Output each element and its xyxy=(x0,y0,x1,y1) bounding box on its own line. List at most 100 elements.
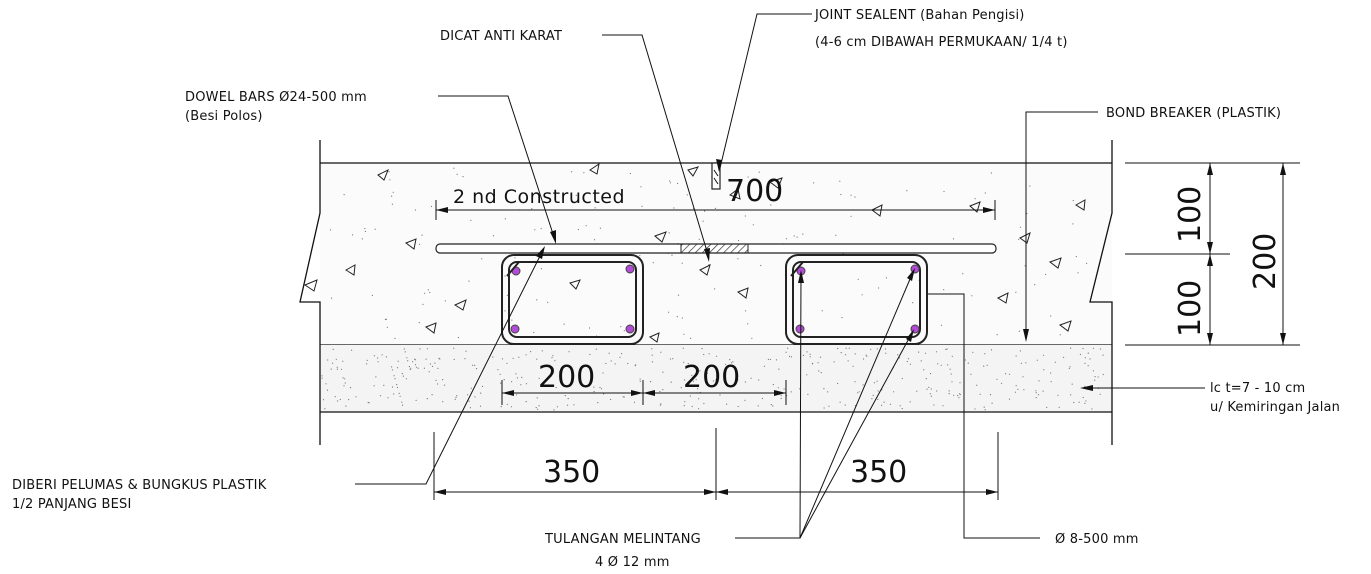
speckle-dot xyxy=(1079,353,1081,356)
speckle-dot xyxy=(500,382,502,384)
dicat-anti-karat-label: DICAT ANTI KARAT xyxy=(440,29,562,44)
speckle-dot xyxy=(1078,401,1080,403)
speckle-dot xyxy=(425,358,427,360)
speckle-dot xyxy=(610,360,612,362)
speckle-dot xyxy=(391,369,393,371)
speckle-dot xyxy=(534,229,536,231)
speckle-dot xyxy=(660,351,662,353)
speckle-dot xyxy=(456,173,458,175)
speckle-dot xyxy=(698,408,700,410)
speckle-dot xyxy=(747,176,749,178)
speckle-dot xyxy=(990,172,993,174)
speckle-dot xyxy=(884,348,887,350)
speckle-dot xyxy=(1043,369,1045,371)
dimension-100-bottom: 100 xyxy=(1173,280,1208,337)
speckle-dot xyxy=(940,364,942,366)
speckle-dot xyxy=(1084,402,1086,404)
speckle-dot xyxy=(683,333,685,335)
speckle-dot xyxy=(866,355,868,357)
speckle-dot xyxy=(1037,394,1040,396)
speckle-dot xyxy=(1038,380,1040,382)
speckle-dot xyxy=(949,368,951,370)
speckle-dot xyxy=(504,310,506,312)
speckle-dot xyxy=(479,405,482,407)
dimension-350-pair: 350 350 xyxy=(433,428,999,500)
speckle-dot xyxy=(1073,401,1075,404)
speckle-dot xyxy=(1046,406,1048,408)
speckle-dot xyxy=(715,355,718,357)
speckle-dot xyxy=(777,387,779,389)
speckle-dot xyxy=(462,176,464,178)
dimension-350-right: 350 xyxy=(850,455,907,490)
speckle-dot xyxy=(401,373,403,375)
speckle-dot xyxy=(385,356,387,358)
speckle-dot xyxy=(1058,406,1060,408)
speckle-dot xyxy=(1022,376,1024,378)
second-constructed-label: 2 nd Constructed xyxy=(453,186,625,208)
speckle-dot xyxy=(602,372,604,374)
speckle-dot xyxy=(920,360,922,362)
speckle-dot xyxy=(1075,255,1077,258)
speckle-dot xyxy=(817,362,819,364)
speckle-dot xyxy=(481,385,484,388)
speckle-dot xyxy=(402,375,404,377)
speckle-dot xyxy=(531,208,533,210)
speckle-dot xyxy=(925,378,927,380)
speckle-dot xyxy=(813,182,815,184)
speckle-dot xyxy=(662,371,664,373)
speckle-dot xyxy=(619,356,621,358)
speckle-dot xyxy=(469,407,471,409)
speckle-dot xyxy=(769,358,772,361)
speckle-dot xyxy=(1054,361,1056,363)
speckle-dot xyxy=(730,362,733,364)
tulangan-melintang-label-line1: TULANGAN MELINTANG xyxy=(544,532,701,547)
speckle-dot xyxy=(885,352,887,354)
speckle-dot xyxy=(334,396,336,398)
speckle-dot xyxy=(535,407,537,409)
speckle-dot xyxy=(725,363,727,365)
speckle-dot xyxy=(681,262,683,264)
speckle-dot xyxy=(386,326,388,328)
speckle-dot xyxy=(989,394,992,396)
speckle-dot xyxy=(1050,315,1052,317)
speckle-dot xyxy=(623,396,625,398)
speckle-dot xyxy=(520,384,522,386)
speckle-dot xyxy=(1045,273,1047,276)
dowel-bars-label-line1: DOWEL BARS Ø24-500 mm xyxy=(185,90,367,105)
speckle-dot xyxy=(737,405,739,408)
speckle-dot xyxy=(662,389,664,391)
speckle-dot xyxy=(958,397,960,399)
speckle-dot xyxy=(1099,393,1101,395)
speckle-dot xyxy=(673,207,675,209)
speckle-dot xyxy=(854,381,856,383)
speckle-dot xyxy=(940,324,943,326)
speckle-dot xyxy=(474,396,476,398)
speckle-dot xyxy=(651,354,653,356)
speckle-dot xyxy=(778,368,780,370)
speckle-dot xyxy=(793,235,795,237)
speckle-dot xyxy=(332,348,334,350)
speckle-dot xyxy=(407,360,409,362)
speckle-dot xyxy=(327,359,329,361)
speckle-dot xyxy=(945,348,947,351)
speckle-dot xyxy=(872,394,874,396)
speckle-dot xyxy=(923,369,925,371)
speckle-dot xyxy=(807,393,809,395)
dowel-bar xyxy=(435,243,997,254)
speckle-dot xyxy=(861,294,863,296)
dimension-200-left: 200 xyxy=(538,360,595,395)
speckle-dot xyxy=(635,364,637,366)
speckle-dot xyxy=(1077,272,1079,274)
speckle-dot xyxy=(322,399,325,401)
speckle-dot xyxy=(564,395,566,397)
speckle-dot xyxy=(1042,390,1044,392)
dimension-200-right: 200 xyxy=(1248,233,1283,290)
dowel-bars-label-line2: (Besi Polos) xyxy=(185,109,263,124)
speckle-dot xyxy=(928,386,930,388)
speckle-dot xyxy=(936,390,938,392)
speckle-dot xyxy=(442,379,444,381)
speckle-dot xyxy=(345,405,347,407)
speckle-dot xyxy=(1000,382,1003,384)
speckle-dot xyxy=(683,361,685,363)
speckle-dot xyxy=(426,398,428,400)
